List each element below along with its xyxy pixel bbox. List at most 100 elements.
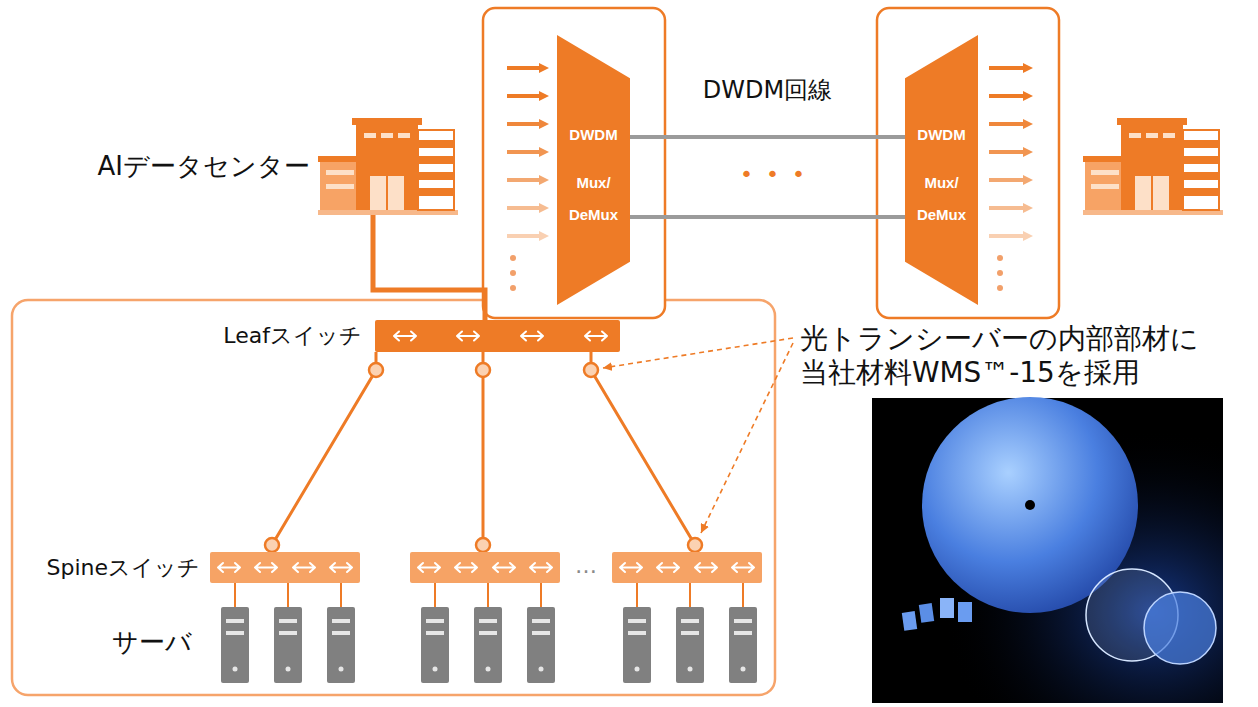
- dwdm-mux: DWDMMux/ DeMux: [557, 35, 630, 305]
- side-block: [1183, 130, 1219, 210]
- glass-chip: [902, 611, 917, 631]
- slot: [332, 631, 350, 635]
- stripe: [1183, 172, 1219, 180]
- line-label: DWDM回線: [700, 76, 835, 105]
- stripe: [418, 188, 454, 196]
- dot: [997, 285, 1003, 291]
- ellipsis-dots: • • •: [740, 162, 808, 188]
- door: [1135, 176, 1169, 210]
- server-link: [742, 583, 744, 607]
- sign: [364, 133, 376, 138]
- roof: [1117, 118, 1187, 125]
- server-link: [487, 583, 489, 607]
- stripe: [418, 140, 454, 148]
- server-body: [421, 607, 449, 683]
- transceiver-port: [476, 363, 490, 377]
- port-icons: [612, 552, 762, 583]
- double-arrow-icon: [330, 563, 352, 572]
- slot: [426, 619, 444, 623]
- slot: [226, 631, 244, 635]
- stripe: [1183, 188, 1219, 196]
- server-link: [540, 583, 542, 607]
- server-link: [287, 583, 289, 607]
- leaf-switch: Leafスイッチ: [375, 320, 620, 352]
- photo-ground: [872, 398, 1223, 703]
- mux-text: Mux/ DeMux: [911, 167, 973, 231]
- server-link: [434, 583, 436, 607]
- window: [1091, 170, 1119, 175]
- network-panel: [12, 300, 775, 695]
- slot: [628, 631, 646, 635]
- wing-cap: [1083, 156, 1127, 162]
- wavelength-arrow: [507, 150, 539, 154]
- transceiver-port: [476, 538, 490, 552]
- wavelength-arrow: [989, 94, 1023, 98]
- side-block: [418, 130, 454, 210]
- switch-link: [591, 352, 695, 552]
- slot: [479, 631, 497, 635]
- node-heading: AIデータセンター: [98, 151, 310, 182]
- window: [1091, 184, 1119, 189]
- sign: [398, 133, 410, 138]
- mux-text-slot: DWDMMux/ DeMux: [557, 35, 630, 305]
- led: [635, 667, 640, 672]
- transceiver-port: [688, 538, 702, 552]
- glass-chip: [958, 602, 972, 622]
- wing: [1085, 160, 1125, 210]
- led: [486, 667, 491, 672]
- port-icons: [375, 320, 620, 352]
- double-arrow-icon: [521, 332, 543, 341]
- wavelength-arrow: [507, 234, 539, 238]
- wavelength-arrow: [989, 178, 1023, 182]
- building-icon: [318, 118, 458, 215]
- server-body: [623, 607, 651, 683]
- server-links: [235, 583, 743, 607]
- switch-link: [272, 352, 376, 552]
- slot: [279, 631, 297, 635]
- wavelength-arrow: [989, 206, 1023, 210]
- mux-text: Mux/ DeMux: [563, 167, 625, 231]
- server-link: [636, 583, 638, 607]
- wavelength-arrow: [507, 122, 539, 126]
- mux-trapezoid: [905, 35, 978, 305]
- wing-cap: [318, 156, 362, 162]
- slot: [279, 619, 297, 623]
- slot: [734, 631, 752, 635]
- led: [433, 667, 438, 672]
- port-icons: [210, 552, 360, 583]
- switch-link: [482, 352, 485, 552]
- server-icon: [527, 607, 555, 683]
- spine-switch: [612, 552, 762, 583]
- led: [688, 667, 693, 672]
- main-block: [1121, 122, 1183, 210]
- slot: [479, 619, 497, 623]
- server-icon: [421, 607, 449, 683]
- window: [326, 170, 354, 175]
- double-arrow-icon: [620, 563, 642, 572]
- wavelength-arrow: [507, 178, 539, 182]
- uplink-line: [373, 215, 485, 320]
- double-arrow-icon: [695, 563, 717, 572]
- double-arrow-icon: [218, 563, 240, 572]
- double-arrow-icon: [457, 332, 479, 341]
- port-icons: [410, 552, 560, 583]
- mux-shape: [557, 35, 630, 305]
- stripe: [1183, 156, 1219, 164]
- spine-switch: [410, 552, 560, 583]
- port-dots: [265, 363, 702, 552]
- stripe: [418, 172, 454, 180]
- server-body: [527, 607, 555, 683]
- mux-shape: [905, 35, 978, 305]
- server-link: [340, 583, 342, 607]
- main-block: [356, 122, 418, 210]
- server-body: [274, 607, 302, 683]
- server-body: [221, 607, 249, 683]
- dwdm-line: [630, 135, 905, 139]
- switch-label: Spineスイッチ: [46, 554, 200, 580]
- sign: [381, 133, 393, 138]
- slot: [426, 631, 444, 635]
- wavelength-arrow: [507, 94, 539, 98]
- spine-switch: Spineスイッチ: [210, 552, 360, 583]
- led: [539, 667, 544, 672]
- double-arrow-icon: [657, 563, 679, 572]
